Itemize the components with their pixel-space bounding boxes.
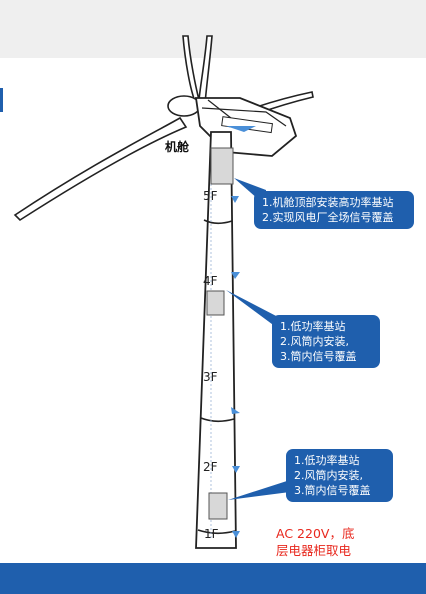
floor-label-2f: 2F [203,460,218,474]
signal-arrow [232,466,240,473]
signal-arrow [231,272,240,279]
section-marker [0,88,3,112]
blade-top [182,35,213,105]
signal-arrow [231,407,240,414]
signal-beam-top [226,126,256,132]
callout-line: 3.筒内信号覆盖 [280,350,357,363]
signal-arrow [231,196,239,203]
floor-label-3f: 3F [203,370,218,384]
callout-nacelle-station: 1.机舱顶部安装高功率基站 2.实现风电厂全场信号覆盖 [254,191,414,229]
callout-line: 1.低功率基站 [294,454,360,467]
callout-line: 3.筒内信号覆盖 [294,484,371,497]
base-station-top [210,147,234,185]
power-note-line: AC 220V，底 [276,526,355,541]
tower [195,131,237,549]
callout-line: 2.实现风电厂全场信号覆盖 [262,211,394,224]
callout-4f-station: 1.低功率基站 2.风筒内安装, 3.筒内信号覆盖 [272,315,380,368]
callout-pointer-2 [226,290,280,330]
rotor-hub [167,95,201,117]
signal-arrow [232,531,240,538]
floor-label-1f: 1F [204,527,219,541]
callout-line: 2.风筒内安装, [280,335,349,348]
callout-1f-station: 1.低功率基站 2.风筒内安装, 3.筒内信号覆盖 [286,449,393,502]
power-supply-note: AC 220V，底 层电器柜取电 [276,525,354,559]
callout-line: 2.风筒内安装, [294,469,363,482]
base-station-1f [208,492,228,520]
blade-left [13,116,188,222]
footer-band [0,563,426,594]
callout-line: 1.低功率基站 [280,320,346,333]
callout-pointer-3 [228,480,290,500]
power-note-line: 层电器柜取电 [276,543,352,558]
header-band [0,0,426,58]
floor-label-4f: 4F [203,274,218,288]
callout-line: 1.机舱顶部安装高功率基站 [262,196,394,209]
base-station-4f [206,290,225,316]
floor-label-5f: 5F [203,189,218,203]
nacelle-label: 机舱 [165,140,190,154]
